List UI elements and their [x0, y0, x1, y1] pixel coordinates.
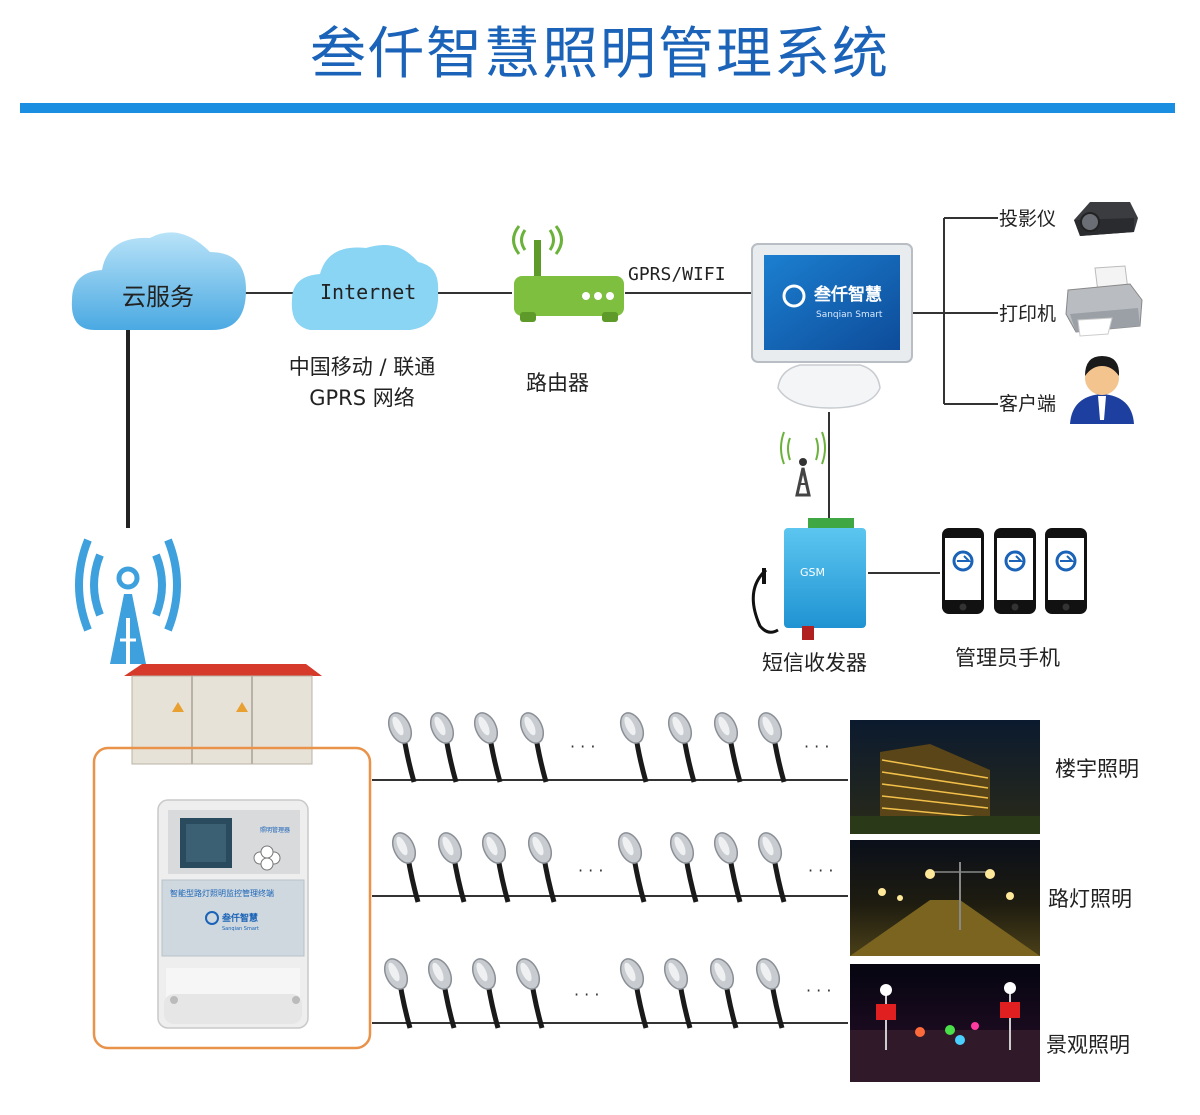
- printer-icon: [1065, 265, 1143, 337]
- internet-label: Internet: [320, 280, 417, 304]
- ellipsis: · · ·: [574, 985, 599, 1004]
- meter-small-label: 照明管理器: [260, 826, 290, 834]
- client-label: 客户端: [999, 393, 1057, 415]
- title-rule: [20, 103, 1175, 113]
- meter-brand-en: Sanqian Smart: [222, 926, 259, 932]
- lamp-row-3: · · · · · ·: [380, 955, 831, 1028]
- output-label-street: 路灯照明: [1048, 887, 1132, 911]
- big-tower-icon: [75, 538, 181, 664]
- carrier-label-1: 中国移动 / 联通: [288, 355, 436, 379]
- meter-title: 智能型路灯照明监控管理终端: [170, 888, 274, 898]
- monitor-brand-en: Sanqian Smart: [816, 310, 883, 320]
- client-person-icon: [1070, 356, 1134, 424]
- building-night-photo: [850, 720, 1040, 834]
- projector-icon: [1074, 202, 1138, 236]
- cloud-label: 云服务: [122, 283, 194, 311]
- ellipsis: · · ·: [578, 861, 603, 880]
- admin-phones-label: 管理员手机: [955, 646, 1060, 670]
- printer-label: 打印机: [999, 303, 1057, 325]
- carrier-label-2: GPRS 网络: [309, 386, 415, 410]
- small-tower-icon: [780, 431, 826, 497]
- router-icon: [512, 225, 624, 322]
- controller-frame: [92, 746, 372, 1050]
- projector-label: 投影仪: [999, 208, 1057, 230]
- phone-icon: [1043, 526, 1089, 616]
- lamp-row-1: · · · · · ·: [384, 709, 829, 782]
- landscape-night-photo: [850, 964, 1040, 1082]
- ellipsis: · · ·: [804, 737, 829, 756]
- streetlight-night-photo: [850, 840, 1040, 956]
- internet-cloud-icon: [291, 245, 439, 330]
- lamp-row-2: · · · · · ·: [388, 829, 833, 902]
- meter-brand: 叁仟智慧: [221, 912, 258, 924]
- gsm-label: GSM: [800, 566, 825, 579]
- ellipsis: · · ·: [806, 981, 831, 1000]
- meter-icon: 照明管理器 智能型路灯照明监控管理终端 叁仟智慧 Sanqian Smart: [157, 799, 309, 1029]
- admin-phones: [940, 526, 1089, 616]
- monitor-brand: 叁仟智慧: [813, 284, 882, 305]
- ellipsis: · · ·: [570, 737, 595, 756]
- router-label: 路由器: [526, 371, 589, 395]
- sms-device-label: 短信收发器: [762, 651, 867, 675]
- phone-icon: [992, 526, 1038, 616]
- ellipsis: · · ·: [808, 861, 833, 880]
- output-label-landscape: 景观照明: [1046, 1033, 1130, 1057]
- output-label-building: 楼宇照明: [1055, 757, 1139, 781]
- page-title: 叁仟智慧照明管理系统: [310, 22, 890, 87]
- transformer-cabinet-icon: [124, 664, 322, 765]
- cloud-icon: [71, 232, 246, 330]
- gsm-device-icon: GSM: [751, 518, 866, 640]
- phone-icon: [940, 526, 986, 616]
- link-label: GPRS/WIFI: [628, 264, 726, 285]
- monitor-icon: 叁仟智慧 Sanqian Smart: [751, 243, 913, 409]
